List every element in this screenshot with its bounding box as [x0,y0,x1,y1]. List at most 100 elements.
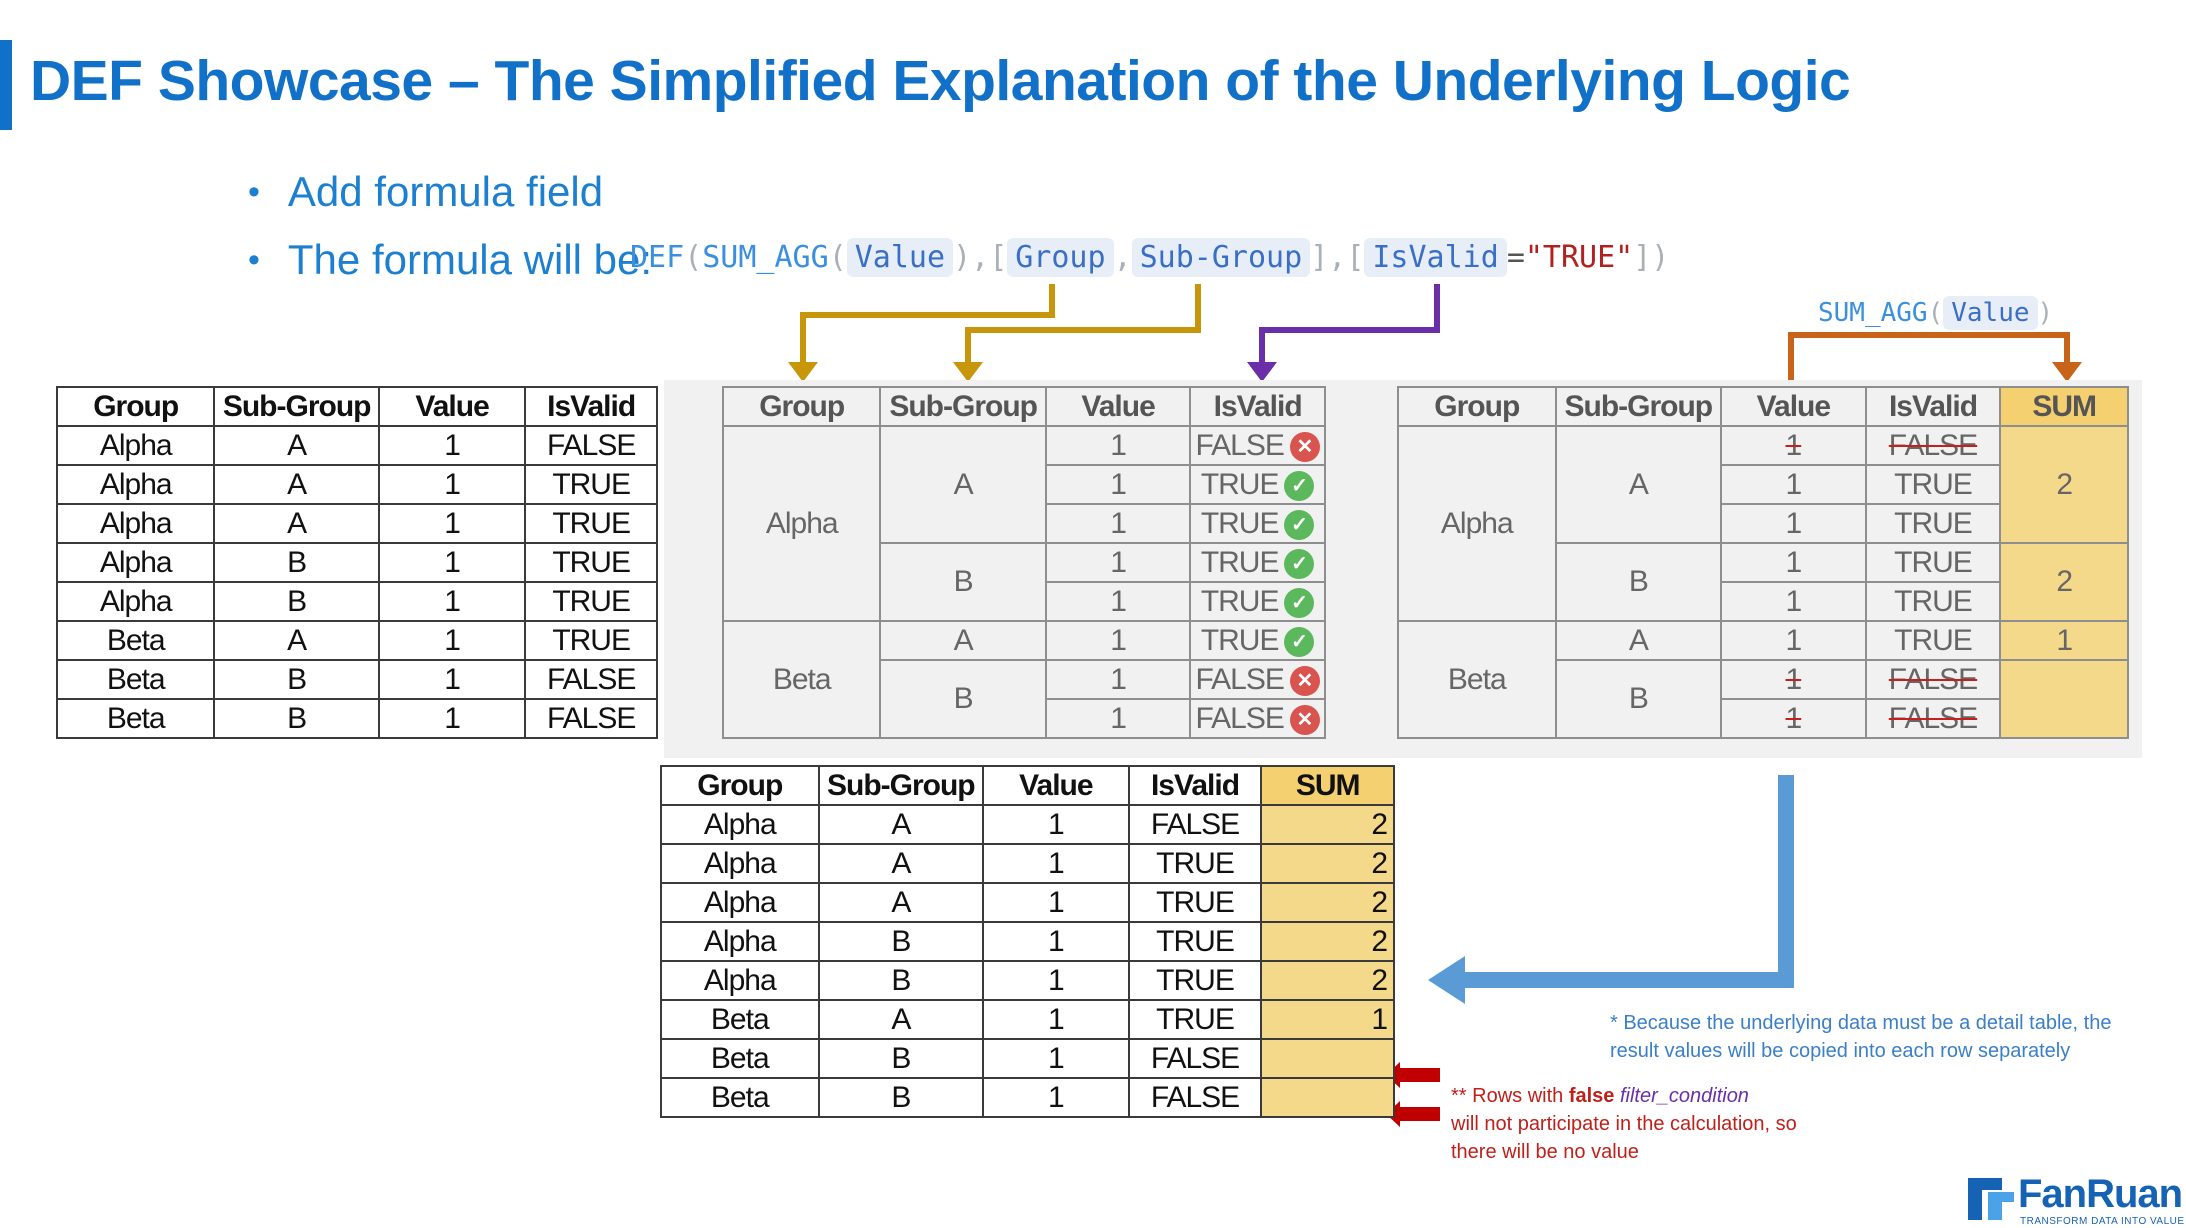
value-text-struck: 1 [1785,701,1803,735]
sum-cell: 2 [1999,425,2129,544]
subgroup-cell: B [213,542,380,583]
value-cell: 1 [1720,425,1867,466]
group-cell-alpha: Alpha [721,425,882,622]
fanruan-logo: FanRuan TRANSFORM DATA INTO VALUE [1966,1168,2186,1228]
arrow-head-sum [2052,362,2082,382]
isvalid-cell: TRUE [1127,999,1263,1040]
isvalid-cell: TRUE [524,503,658,544]
header-subgroup: Sub-Group [817,765,985,806]
isvalid-cell: TRUE [524,542,658,583]
value-cell: 1 [1044,542,1192,583]
isvalid-cell: FALSE✕ [1189,425,1326,466]
subgroup-cell: A [213,464,380,505]
code-fn-sumagg: SUM_AGG [1818,298,1928,328]
code-punct: ( [828,240,847,275]
value-cell: 1 [1720,581,1867,622]
value-cell: 1 [377,620,527,661]
group-cell: Alpha [660,882,820,923]
header-group: Group [1397,386,1557,427]
logo-name: FanRuan [2018,1172,2183,1216]
header-group: Group [55,386,216,427]
isvalid-cell: FALSE [1864,425,2002,466]
group-cell-alpha: Alpha [1397,425,1557,622]
value-cell: 1 [377,581,527,622]
group-cell: Alpha [55,503,216,544]
value-cell: 1 [1720,503,1867,544]
table-header-row: Group Sub-Group Value IsValid [721,386,1326,427]
isvalid-cell: TRUE [1127,882,1263,923]
group-cell: Alpha [55,581,216,622]
code-fn-sumagg: SUM_AGG [702,240,829,275]
value-cell: 1 [982,843,1130,884]
value-cell: 1 [377,425,527,466]
table-row: 1 TRUE [1398,464,2128,505]
subgroup-cell: B [213,581,380,622]
table-row: Beta A 1 TRUE✓ [721,620,1326,739]
group-cell: Beta [55,698,216,739]
isvalid-cell: TRUE [1127,960,1263,1001]
table-row: 1 TRUE [1398,581,2128,622]
header-subgroup: Sub-Group [1554,386,1723,427]
isvalid-cell: TRUE [1127,843,1263,884]
fanruan-logo-icon [1968,1178,2014,1220]
group-cell: Alpha [660,921,820,962]
code-chip-value: Value [846,238,954,277]
group-cell: Alpha [55,464,216,505]
cross-icon: ✕ [1289,431,1320,462]
isvalid-cell: TRUE✓ [1189,542,1326,583]
table-row: B 1 TRUE✓ [723,542,1326,622]
value-cell: 1 [1720,464,1867,505]
isvalid-cell: FALSE [1127,804,1263,845]
value-cell: 1 [982,882,1130,923]
subgroup-cell: B [817,921,985,962]
subgroup-cell: B [879,542,1047,622]
table-row: 1 TRUE [1398,503,2128,544]
group-cell: Beta [660,1038,820,1079]
group-cell-beta: Beta [721,620,882,739]
arrow-head-isvalid [1247,362,1277,382]
code-string-true: "TRUE" [1524,240,1634,275]
isvalid-cell: FALSE [1127,1038,1263,1079]
isvalid-text: FALSE [1195,701,1284,735]
subgroup-cell: B [879,659,1047,739]
page-title: DEF Showcase – The Simplified Explanatio… [30,49,1851,113]
value-cell: 1 [1720,620,1867,661]
code-punct: ]) [1633,240,1670,275]
cross-icon: ✕ [1289,704,1320,735]
group-cell: Beta [660,999,820,1040]
isvalid-cell: TRUE [1864,542,2002,583]
check-icon: ✓ [1284,548,1315,579]
group-cell: Beta [660,1077,820,1118]
value-cell: 1 [1044,425,1192,466]
header-value: Value [377,386,527,427]
table-row: Alpha A 1 FALSE✕ [721,425,1326,622]
code-chip-isvalid: IsValid [1364,238,1507,277]
sum-cell: 2 [1999,542,2129,622]
logo-tagline: TRANSFORM DATA INTO VALUE [2020,1216,2185,1227]
subgroup-cell: B [1554,659,1723,739]
isvalid-text: FALSE [1195,428,1284,462]
isvalid-cell: FALSE [1127,1077,1263,1118]
isvalid-text: TRUE [1200,584,1280,618]
subgroup-cell: A [817,999,985,1040]
sum-cell: 2 [1260,921,1395,962]
value-cell: 1 [982,921,1130,962]
grouped-sum-table: Group Sub-Group Value IsValid SUM Alpha … [1397,386,2129,739]
header-group: Group [721,386,882,427]
subgroup-cell: A [817,882,985,923]
header-isvalid: IsValid [524,386,658,427]
cross-icon: ✕ [1289,665,1320,696]
isvalid-cell: FALSE [524,659,658,700]
table-row: 1 TRUE✓ [723,581,1326,622]
isvalid-cell: TRUE [1864,464,2002,505]
grouped-table: Group Sub-Group Value IsValid Alpha A 1 … [721,386,1326,739]
